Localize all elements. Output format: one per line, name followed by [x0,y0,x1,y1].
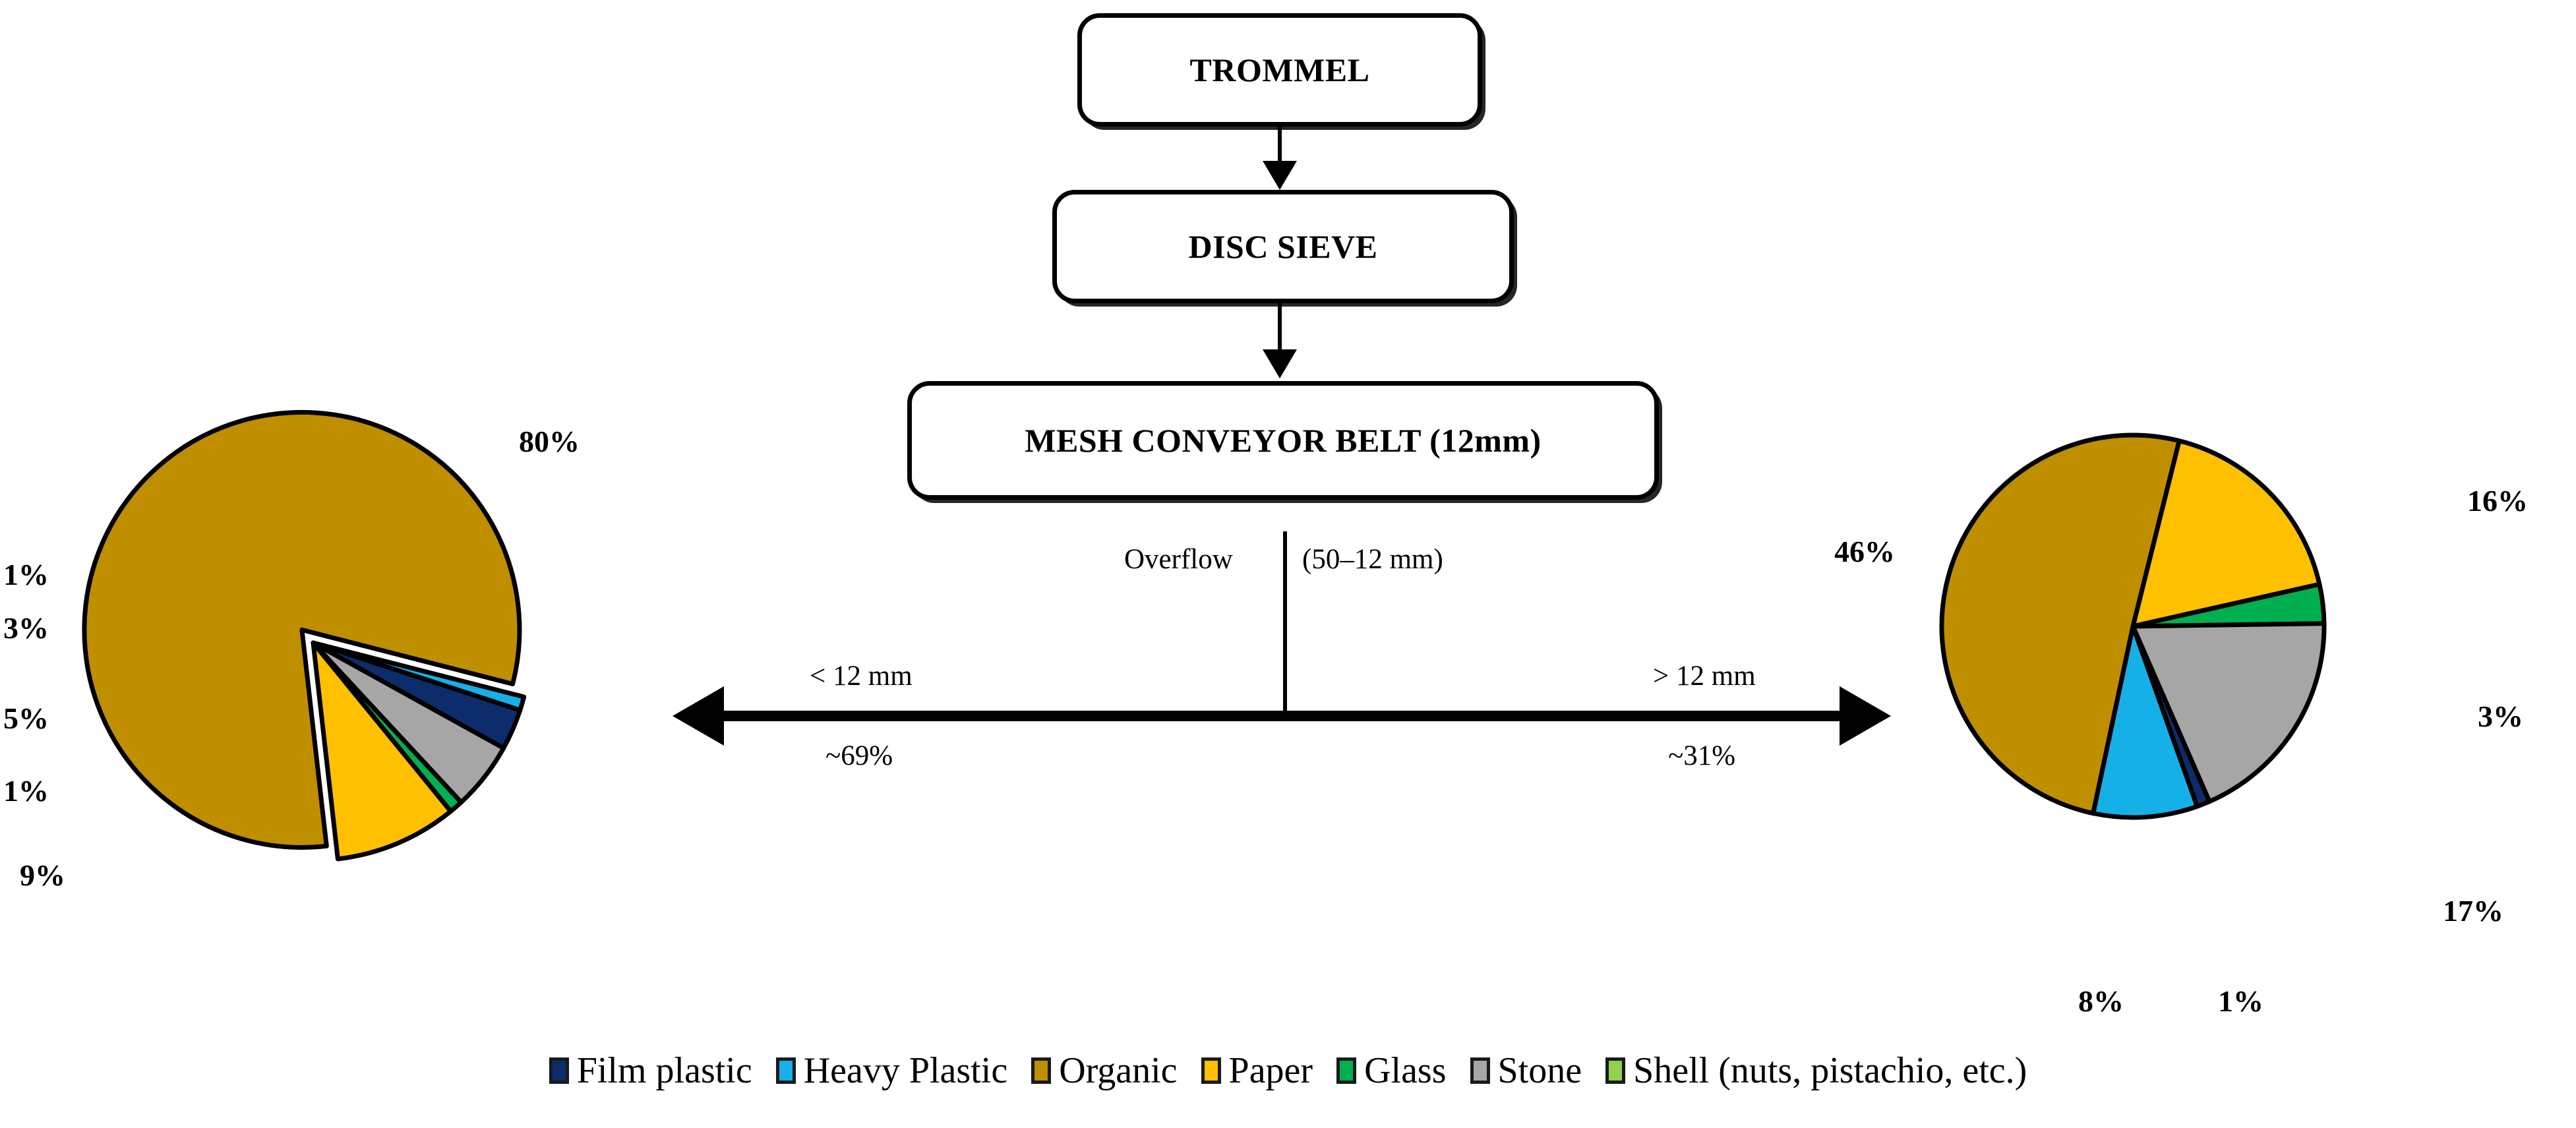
split-arrow-bar [719,711,1846,721]
pie-slice-heavy-plastic[interactable] [2091,624,2200,820]
pie-slice-organic[interactable] [82,409,522,850]
legend-item[interactable]: Paper [1201,1052,1313,1089]
pie-left-label-stone: 5% [3,701,49,735]
pie-right-label-stone: 17% [2443,894,2503,928]
legend-item[interactable]: Shell (nuts, pistachio, etc.) [1605,1052,2027,1089]
overflow-label: Overflow [1124,544,1233,575]
pie-left-label-film-plastic: 3% [3,611,49,645]
chart-legend: Film plastic Heavy Plastic Organic Paper Gla… [0,1052,2576,1089]
legend-swatch-icon [1201,1057,1221,1084]
arrow-left-lt12mm-icon [673,686,724,746]
pie-slice-heavy-plastic[interactable] [311,640,527,713]
legend-item-label: Shell (nuts, pistachio, etc.) [1633,1050,2027,1091]
arrow-right-gt12mm-icon [1840,686,1891,746]
flow-node-mesh-conveyor-belt[interactable]: MESH CONVEYOR BELT (12mm) [907,381,1659,500]
pie-right-label-paper: 16% [2467,484,2528,518]
arrowhead-disc-to-mesh-icon [1263,349,1297,378]
pie-left-label-paper: 9% [20,858,65,892]
legend-item[interactable]: Organic [1031,1050,1178,1091]
legend-swatch-icon [775,1057,796,1084]
legend-item-label: Organic [1059,1050,1178,1091]
pie-slice-organic[interactable] [1939,432,2182,816]
right-branch-share-label: ~31% [1668,740,1736,771]
connector-trommel-to-disc [1278,127,1282,162]
pie-left-label-heavy-plastic: 1% [3,558,49,591]
arrowhead-trommel-to-disc-icon [1263,161,1297,190]
left-branch-size-label: < 12 mm [810,661,913,692]
connector-mesh-split [1283,531,1287,717]
legend-item-label: Glass [1364,1050,1447,1091]
pie-right-label-organic: 46% [1834,535,1895,568]
flow-node-disc-sieve-label: DISC SIEVE [1188,228,1378,265]
pie-chart-lt12mm [40,369,587,916]
pie-slice-paper[interactable] [2130,438,2322,629]
connector-disc-to-mesh [1278,303,1282,351]
flow-node-trommel[interactable]: TROMMEL [1077,13,1482,127]
pie-slice-stone[interactable] [2130,621,2327,804]
legend-item-label: Heavy Plastic [803,1050,1008,1091]
pie-chart-lt12mm-svg [82,409,527,862]
legend-swatch-icon [1336,1057,1357,1084]
pie-right-label-heavy-plastic: 8% [2078,984,2124,1018]
legend-item[interactable]: Glass [1336,1050,1447,1091]
legend-item-label: Paper [1228,1050,1313,1091]
flow-node-disc-sieve[interactable]: DISC SIEVE [1052,190,1514,303]
pie-chart-gt12mm [1892,386,2374,867]
legend-swatch-icon [1031,1057,1052,1084]
pie-slice-paper[interactable] [311,640,454,862]
legend-swatch-icon [1470,1057,1490,1084]
left-branch-share-label: ~69% [825,740,893,771]
pie-left-label-glass: 1% [3,774,49,808]
overflow-size-label: (50–12 mm) [1302,544,1443,575]
pie-right-label-glass: 3% [2478,699,2523,733]
legend-item[interactable]: Stone [1470,1052,1582,1089]
legend-item-label: Film plastic [576,1050,752,1091]
right-branch-size-label: > 12 mm [1653,661,1756,692]
legend-item-label: Stone [1497,1050,1582,1091]
flow-node-trommel-label: TROMMEL [1189,51,1370,88]
pie-chart-gt12mm-svg [1939,432,2327,820]
flow-node-mesh-conveyor-belt-label: MESH CONVEYOR BELT (12mm) [1025,422,1542,459]
legend-item[interactable]: Film plastic [549,1052,752,1089]
legend-swatch-icon [549,1057,569,1084]
legend-swatch-icon [1605,1057,1626,1084]
pie-left-label-organic: 80% [519,425,580,458]
legend-item[interactable]: Heavy Plastic [775,1050,1008,1091]
pie-right-label-film-plastic: 1% [2218,984,2263,1018]
